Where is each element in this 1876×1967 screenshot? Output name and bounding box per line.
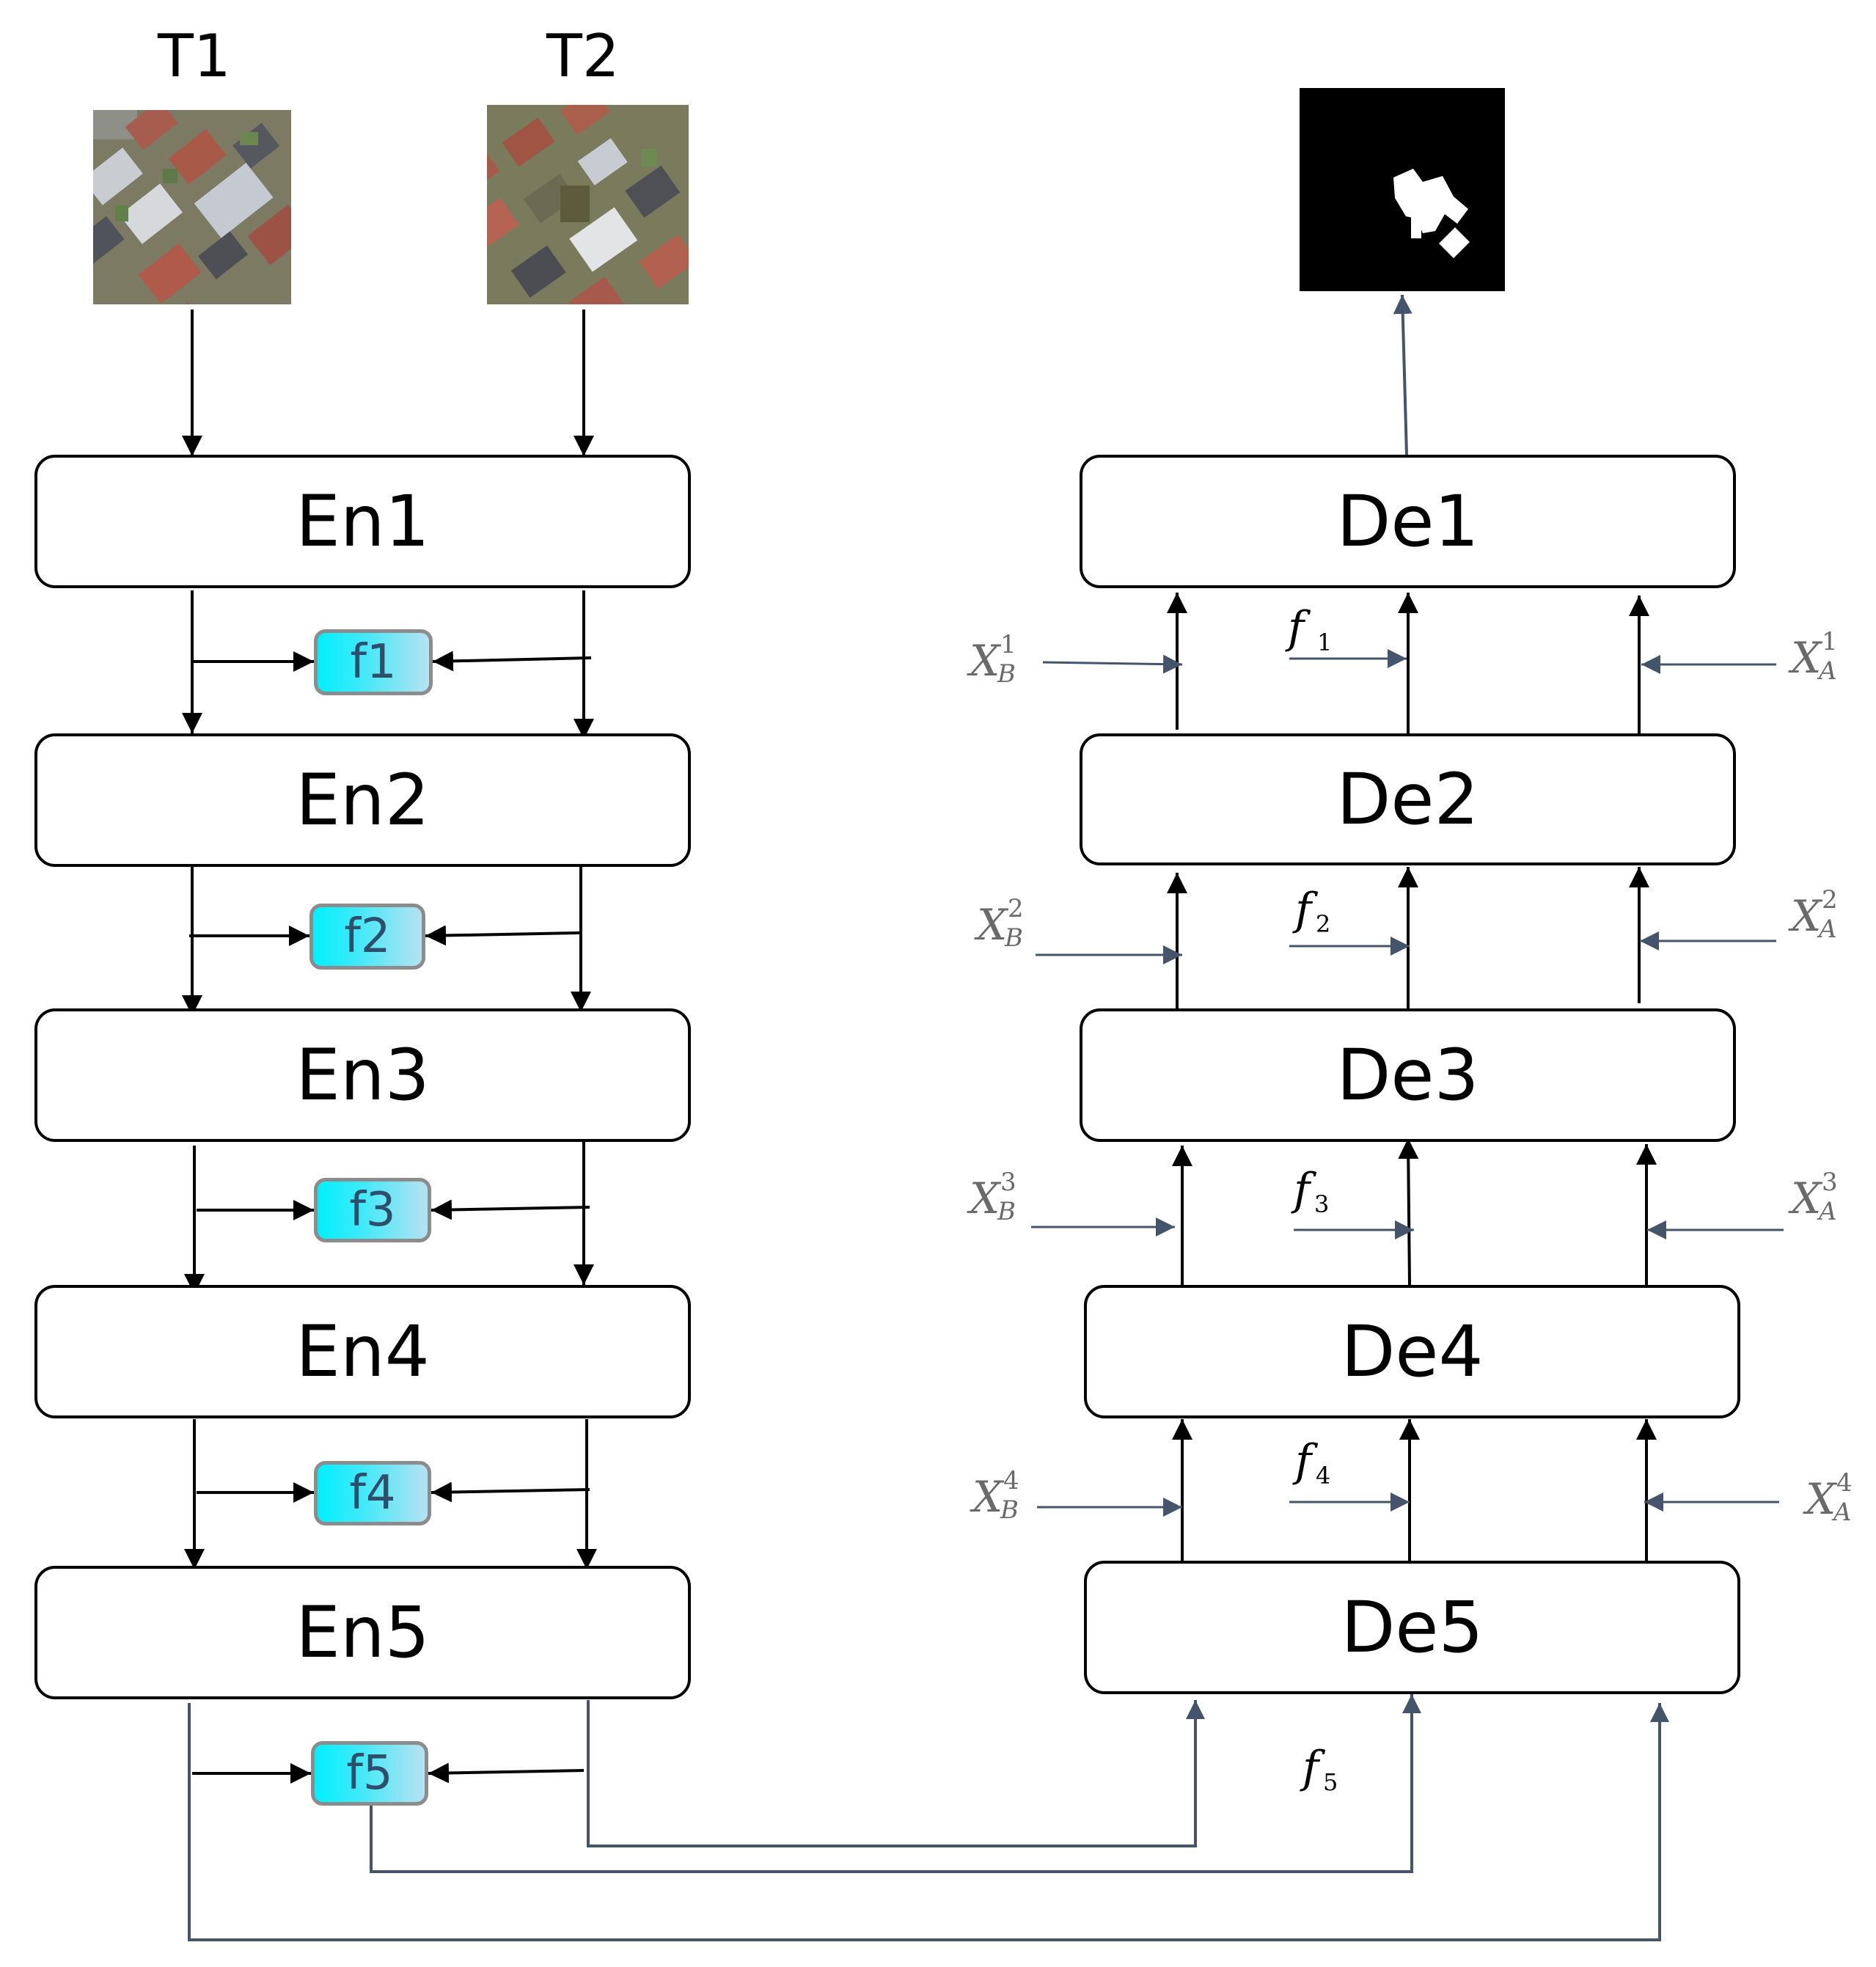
decoder-block-de3: De3 (1080, 1008, 1736, 1142)
encoder-block-en4: En4 (34, 1285, 691, 1418)
fusion-block-f4: f4 (314, 1461, 431, 1525)
decoder-block-de4: De4 (1084, 1285, 1740, 1418)
fusion-block-f3: f3 (314, 1178, 431, 1242)
decoder-side-arrows (1031, 649, 1784, 1517)
change-map-output (1300, 88, 1505, 291)
encoder-block-en1: En1 (34, 455, 691, 588)
encoder-block-en3: En3 (34, 1008, 691, 1142)
t2-label: T2 (546, 22, 620, 90)
fusion-block-f2: f2 (309, 904, 425, 970)
t1-aerial-image (93, 110, 291, 304)
encoder-vertical-arrows (182, 590, 597, 1569)
de1-to-output-arrow (1393, 294, 1413, 455)
encoder-block-en2: En2 (34, 733, 691, 867)
fusion-block-f5: f5 (311, 1741, 428, 1806)
t2-aerial-image (487, 105, 689, 304)
encoder-block-en5: En5 (34, 1566, 691, 1699)
fusion-input-arrows (189, 651, 592, 1784)
decoder-block-de5: De5 (1084, 1561, 1740, 1694)
t1-label: T1 (158, 22, 231, 90)
fusion-block-f1: f1 (314, 629, 433, 695)
bottleneck-connections (188, 1694, 1669, 1941)
decoder-block-de1: De1 (1080, 455, 1736, 588)
decoder-block-de2: De2 (1080, 733, 1736, 865)
